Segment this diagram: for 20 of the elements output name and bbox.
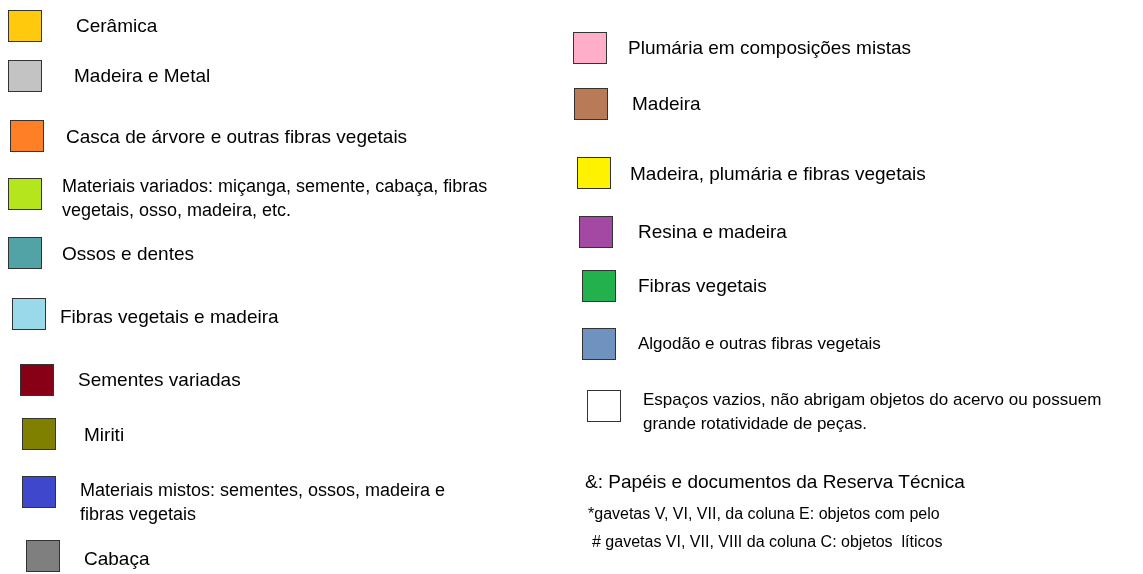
legend-label: Madeira, plumária e fibras vegetais — [630, 162, 927, 186]
legend-label: Cabaça — [84, 547, 151, 571]
legend-label: Casca de árvore e outras fibras vegetais — [66, 125, 409, 149]
legend-label: Espaços vazios, não abrigam objetos do acervo ou possuem grande rotatividade de peças. — [643, 389, 1103, 435]
note-text: &: Papéis e documentos da Reserva Técnica — [585, 470, 965, 494]
legend-label: Resina e madeira — [638, 220, 788, 244]
legend-label: Materiais mistos: sementes, ossos, madeira e fibras vegetais — [80, 479, 447, 526]
legend-label: Algodão e outras fibras vegetais — [638, 333, 882, 355]
note-text: # gavetas VI, VII, VIII da coluna C: objetos líticos — [592, 532, 943, 552]
legend-label: Fibras vegetais e madeira — [60, 305, 280, 329]
legend-label: Fibras vegetais — [638, 274, 768, 298]
note-text: *gavetas V, VI, VII, da coluna E: objetos com pelo — [588, 504, 940, 524]
legend-label: Sementes variadas — [78, 368, 242, 392]
legend-label: Miriti — [84, 423, 126, 447]
legend-label: Ossos e dentes — [62, 242, 196, 266]
legend-label: Plumária em composições mistas — [628, 36, 912, 60]
legend-label: Cerâmica — [76, 14, 159, 38]
legend-label: Materiais variados: miçanga, semente, cabaça, fibras vegetais, osso, madeira, etc. — [62, 175, 489, 222]
legend-label: Madeira e Metal — [74, 64, 212, 88]
legend-label: Madeira — [632, 92, 702, 116]
